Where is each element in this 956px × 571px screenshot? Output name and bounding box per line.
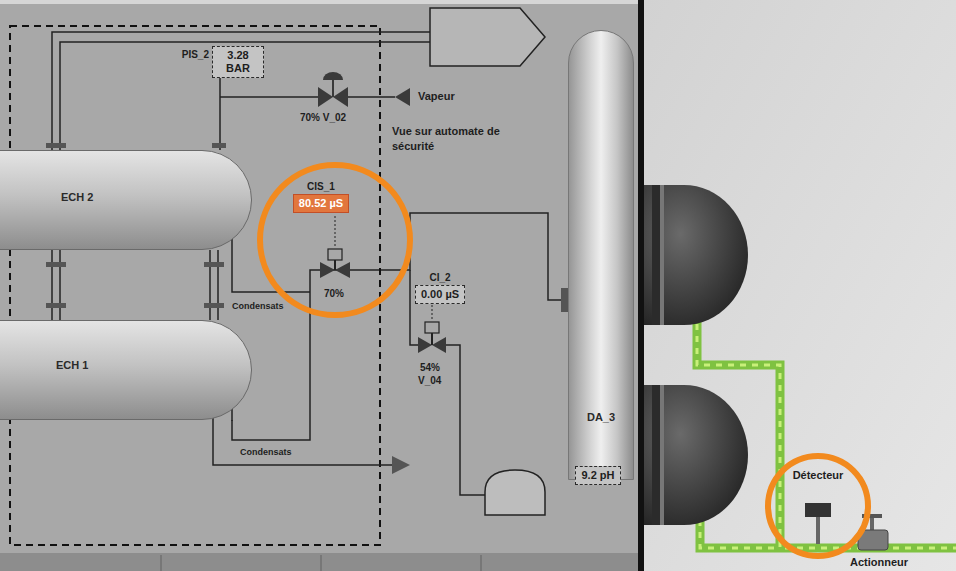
screen-panels xyxy=(644,0,956,571)
steam-valve-symbol xyxy=(318,72,410,107)
screen-panels xyxy=(0,0,640,571)
detector-symbol xyxy=(816,517,820,544)
ph-indicator-box: 9.2 pH xyxy=(575,466,620,485)
detector-label: Détecteur xyxy=(793,469,844,481)
pipe-flanges xyxy=(46,303,66,308)
drain-tank xyxy=(485,470,545,515)
pipe-flanges xyxy=(46,143,66,148)
tag-name: CI_2 xyxy=(429,272,450,284)
measured-value: 3.28 BAR xyxy=(218,49,258,75)
pressure-indicator-box: 3.28 BARPIS_2 xyxy=(212,46,264,78)
field-exchanger xyxy=(652,185,660,325)
screen-panels xyxy=(160,555,162,571)
conductivity-indicator-box: 0.00 µSCI_2 xyxy=(415,285,465,304)
field-exchanger xyxy=(660,385,664,525)
valve-tag: V_04 xyxy=(418,375,441,387)
detector-symbol xyxy=(805,503,831,544)
steam-label: Vapeur xyxy=(418,90,455,102)
steam-valve-symbol xyxy=(323,72,343,80)
heat-exchanger-tank: ECH 1 xyxy=(0,320,252,420)
control-valve-symbol xyxy=(431,333,433,345)
valve-opening: 70% xyxy=(324,288,344,300)
highlight-circle xyxy=(260,165,868,556)
alarm-indicator-box: 80.52 µSCIS_1 xyxy=(293,194,349,213)
exhaust-outlet xyxy=(430,8,545,66)
steam-valve-symbol xyxy=(333,87,348,107)
equipment-name: ECH 1 xyxy=(56,359,88,372)
field-exchanger xyxy=(644,385,748,525)
process-pipes xyxy=(219,78,221,150)
control-valve-symbol xyxy=(432,305,433,321)
screen-panels xyxy=(638,0,644,571)
flow-arrow xyxy=(392,456,410,474)
condensate-label: Condensats xyxy=(232,300,284,312)
field-exchanger xyxy=(652,385,660,525)
control-valve-symbol xyxy=(334,260,336,270)
pipe-connector xyxy=(232,213,568,440)
process-pipes xyxy=(213,400,392,465)
tag-name: PIS_2 xyxy=(182,49,209,61)
highlight-circle xyxy=(768,456,868,556)
pipe-flanges xyxy=(204,262,224,267)
field-exchanger xyxy=(644,185,748,525)
valve-opening: 54% xyxy=(420,362,440,374)
exhaust-outlet xyxy=(430,8,545,66)
control-valve-symbol xyxy=(320,262,335,278)
measured-value: 80.52 µS xyxy=(299,197,343,210)
field-exchanger xyxy=(660,185,664,325)
tag-name: CIS_1 xyxy=(307,181,335,193)
annotation-note: Vue sur automate de sécurité xyxy=(392,124,542,154)
process-pipes xyxy=(52,32,485,495)
detector-symbol xyxy=(805,503,831,517)
pipe-flanges xyxy=(212,143,226,148)
equipment-name: DA_3 xyxy=(569,411,633,424)
steam-valve-symbol xyxy=(395,88,410,106)
measured-value: 9.2 pH xyxy=(581,469,614,482)
control-valve-symbol xyxy=(335,216,336,248)
highlight-circle xyxy=(260,165,410,315)
flow-arrow xyxy=(392,456,410,474)
steam-valve-symbol xyxy=(332,80,334,97)
process-pipes xyxy=(220,96,318,98)
process-pipes xyxy=(348,96,395,98)
screen-panels xyxy=(320,555,322,571)
pipe-flanges xyxy=(561,288,568,312)
drain-tank xyxy=(485,470,545,515)
steam-valve-symbol xyxy=(318,87,333,107)
control-valve-symbol xyxy=(328,249,342,260)
field-exchanger xyxy=(644,185,748,325)
process-pipes xyxy=(410,270,418,345)
pipe-flanges xyxy=(204,303,224,308)
process-pipes xyxy=(446,345,485,495)
process-pipes xyxy=(60,42,430,150)
measured-value: 0.00 µS xyxy=(421,288,459,301)
screen-panels xyxy=(0,553,640,571)
actuator-symbol xyxy=(870,518,874,530)
control-valve-symbol xyxy=(425,322,439,333)
screen-panels xyxy=(480,555,482,571)
control-valve-symbol xyxy=(335,262,350,278)
deaerator-column: DA_3 xyxy=(568,30,634,480)
safety-zone-frame xyxy=(10,26,380,545)
actuator-label: Actionneur xyxy=(850,556,908,568)
safety-zone-frame xyxy=(10,26,380,545)
valve-label: 70% V_02 xyxy=(300,112,346,124)
control-valve-symbol xyxy=(418,337,432,353)
condensate-label: Condensats xyxy=(240,446,292,458)
control-valve-symbol xyxy=(432,337,446,353)
screen-panels xyxy=(0,0,640,4)
heat-exchanger-tank: ECH 2 xyxy=(0,150,252,250)
process-pipes xyxy=(52,32,430,150)
process-pipes xyxy=(52,250,218,320)
pipe-flanges xyxy=(46,262,66,267)
equipment-name: ECH 2 xyxy=(61,191,93,204)
